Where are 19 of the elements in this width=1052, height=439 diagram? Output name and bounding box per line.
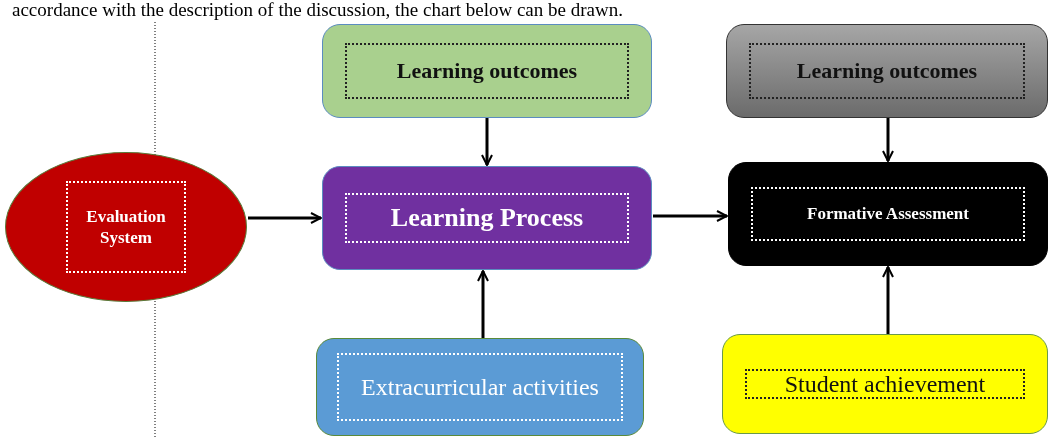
arrow [481,118,493,166]
rounded-box [316,338,644,436]
arrow [477,270,489,338]
rounded-box [726,24,1048,118]
node-label: Student achievement [784,370,986,399]
rounded-box [322,24,652,118]
arrow [882,266,894,334]
rounded-box [322,166,652,270]
node-label: Evaluation System [85,205,167,249]
node-label: Formative Assessment [807,203,969,225]
rounded-box [722,334,1048,434]
arrow [882,118,894,162]
node-label: Extracurricular activities [361,373,599,402]
rounded-box [728,162,1048,266]
node-label: Learning outcomes [796,57,978,85]
arrow [248,212,322,224]
arrow [653,210,728,222]
node-label: Learning Process [390,201,584,234]
node-label: Learning outcomes [396,57,578,85]
